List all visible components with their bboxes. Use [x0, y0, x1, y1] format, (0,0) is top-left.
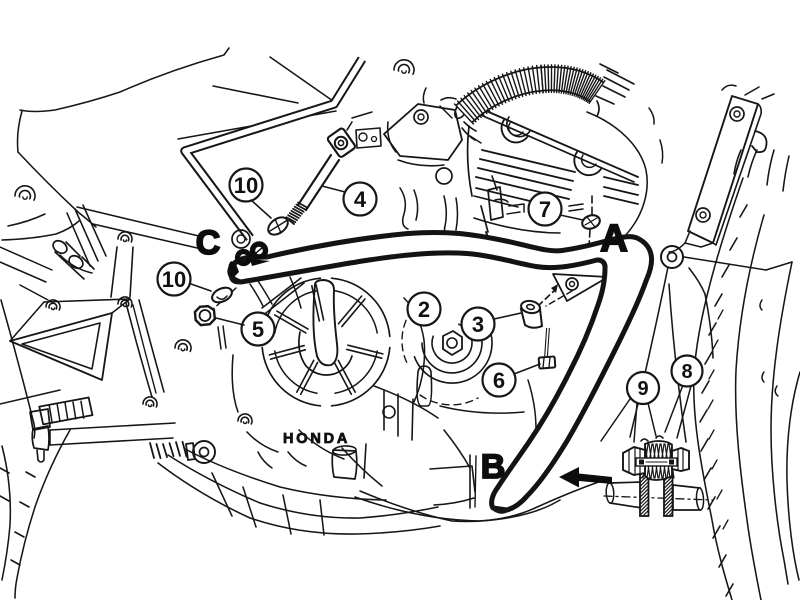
svg-text:B: B: [481, 448, 506, 486]
svg-text:6: 6: [493, 368, 505, 393]
svg-text:10: 10: [162, 267, 186, 292]
svg-text:8: 8: [681, 361, 692, 383]
svg-text:C: C: [196, 224, 221, 262]
svg-text:5: 5: [252, 317, 264, 342]
svg-text:9: 9: [637, 378, 648, 400]
svg-text:2: 2: [418, 297, 430, 322]
svg-text:HONDA: HONDA: [283, 431, 350, 447]
svg-text:A: A: [600, 218, 627, 260]
svg-text:7: 7: [539, 197, 551, 222]
svg-text:3: 3: [472, 312, 484, 337]
svg-text:10: 10: [234, 173, 258, 198]
svg-text:4: 4: [354, 187, 367, 212]
